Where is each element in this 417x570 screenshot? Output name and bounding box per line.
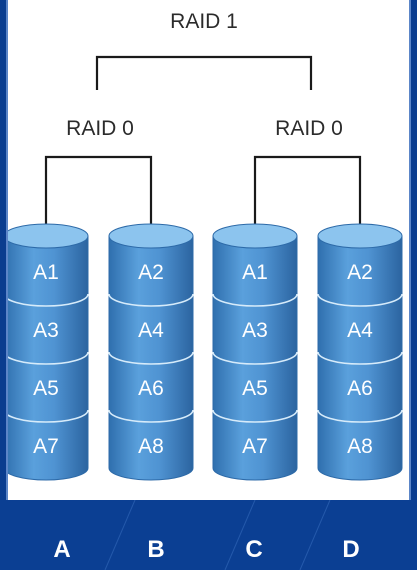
drive-letter-a: A xyxy=(53,536,71,563)
disk-block-label: A4 xyxy=(347,319,373,342)
disk-body xyxy=(317,235,403,481)
drive-letter-d: D xyxy=(342,536,360,563)
disk-block-label: A8 xyxy=(347,435,373,458)
drive-letter-b: B xyxy=(147,536,165,563)
disk-block-label: A5 xyxy=(33,377,59,400)
disk-segment-divider xyxy=(108,293,194,307)
disk-body xyxy=(212,235,298,481)
disk-block-label: A2 xyxy=(347,261,373,284)
disk-block-label: A3 xyxy=(33,319,59,342)
disk-top xyxy=(212,223,298,249)
disk-top xyxy=(108,223,194,249)
disk-segment-divider xyxy=(212,293,298,307)
disk-block-label: A7 xyxy=(33,435,59,458)
raid-connectors xyxy=(44,55,362,232)
raid0-left-label: RAID 0 xyxy=(66,117,134,140)
disk-segment-divider xyxy=(212,351,298,365)
disk-top xyxy=(8,223,89,249)
disk-segment-divider xyxy=(108,351,194,365)
drive-letter-c: C xyxy=(245,536,263,563)
disk-segment-divider xyxy=(8,293,89,307)
raid-10-diagram: RAID 1 RAID 0 RAID 0 A1A3A5A7A2A4A6A8A1A… xyxy=(8,10,403,481)
disk-body xyxy=(8,235,89,481)
disk-block-label: A7 xyxy=(242,435,268,458)
disk-top xyxy=(317,223,403,249)
raid0-right-label: RAID 0 xyxy=(275,117,343,140)
disk-segment-divider xyxy=(212,409,298,423)
disk-segment-divider xyxy=(317,351,403,365)
disk-block-label: A6 xyxy=(347,377,373,400)
disk-block-label: A3 xyxy=(242,319,268,342)
raid1-connector xyxy=(95,55,313,90)
disk-segment-divider xyxy=(8,409,89,423)
disk-segment-divider xyxy=(108,409,194,423)
disk-segment-divider xyxy=(8,351,89,365)
disk-block-label: A5 xyxy=(242,377,268,400)
disk-block-label: A8 xyxy=(138,435,164,458)
drive-letter-bar xyxy=(0,500,417,570)
disk-block-label: A1 xyxy=(33,261,59,284)
disk-segment-divider xyxy=(317,293,403,307)
raid1-label: RAID 1 xyxy=(170,10,238,33)
disk-block-label: A1 xyxy=(242,261,268,284)
disk-block-label: A6 xyxy=(138,377,164,400)
disk-block-label: A2 xyxy=(138,261,164,284)
footer-decoration xyxy=(104,500,331,570)
disk-block-label: A4 xyxy=(138,319,164,342)
disk-body xyxy=(108,235,194,481)
raid0-right-connector xyxy=(253,155,362,232)
disk-segment-divider xyxy=(317,409,403,423)
raid0-left-connector xyxy=(44,155,153,232)
